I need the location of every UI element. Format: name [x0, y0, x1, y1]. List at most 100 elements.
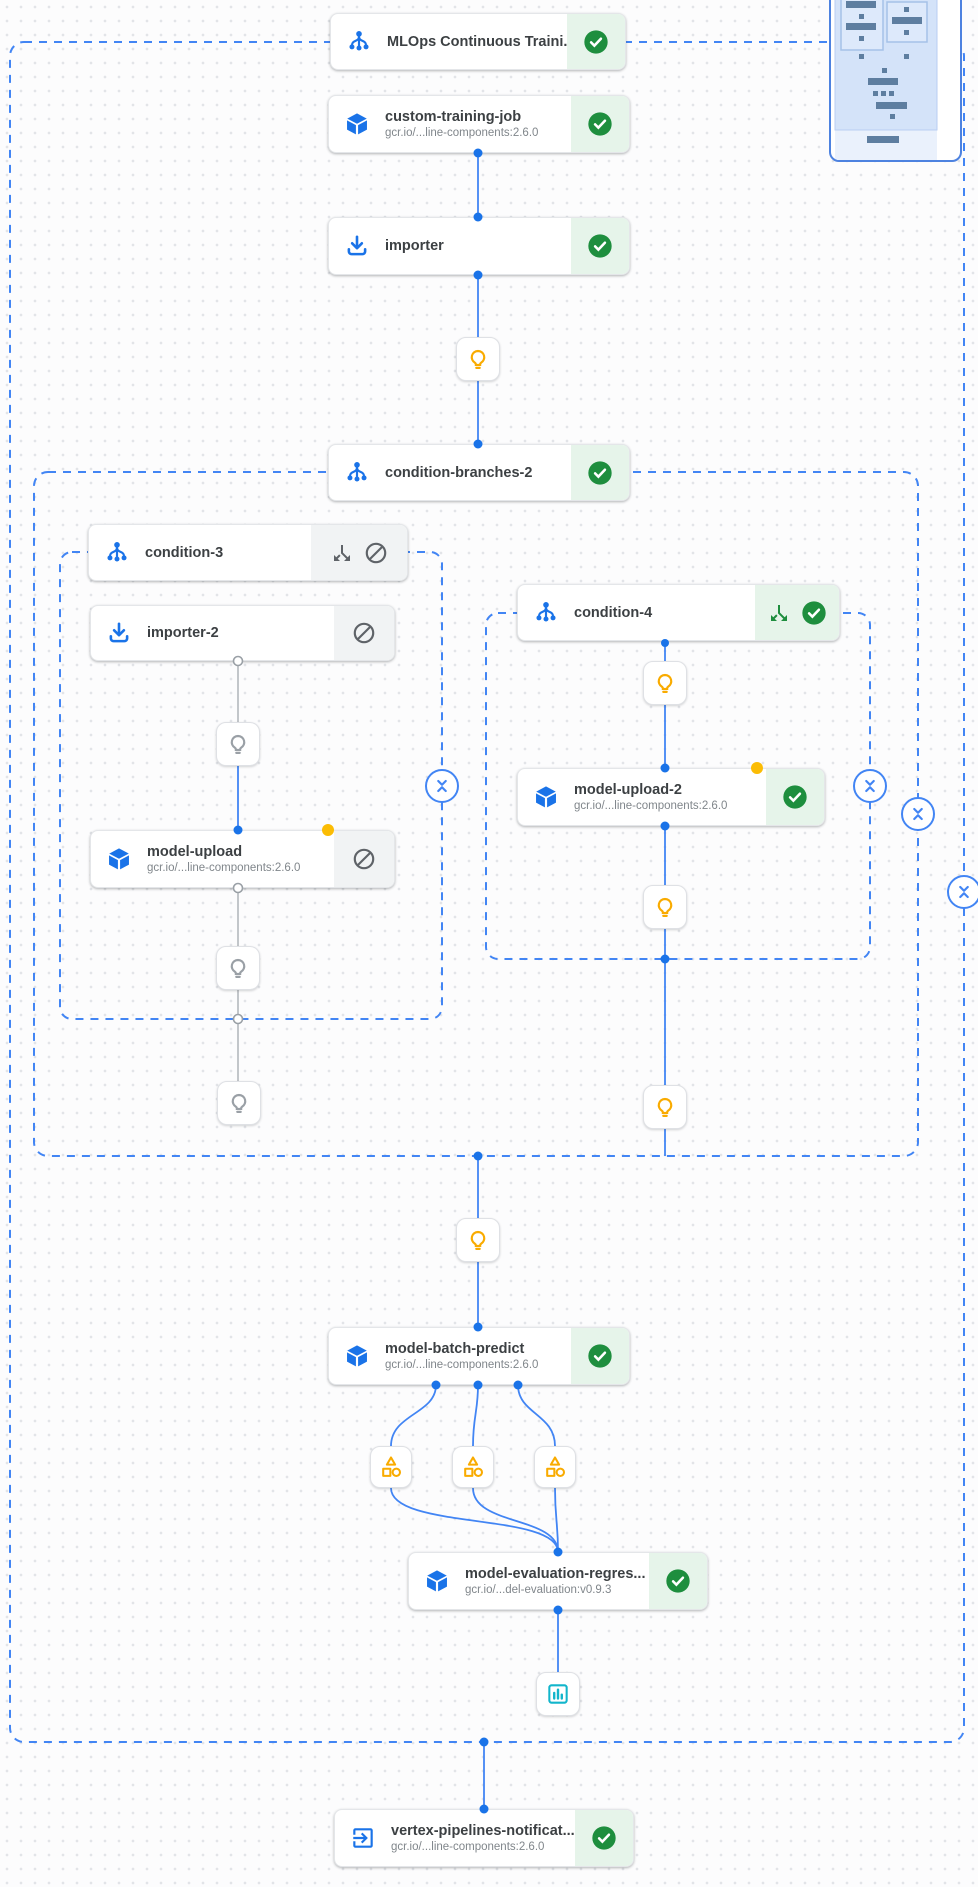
tree-branch-icon	[346, 29, 372, 55]
check-circle-icon	[584, 29, 608, 54]
status-badge	[755, 585, 839, 640]
node-subtitle: gcr.io/...del-evaluation:v0.9.3	[465, 1584, 612, 1596]
cube-icon	[533, 784, 559, 810]
status-badge	[311, 525, 407, 580]
artifact-output[interactable]	[452, 1446, 494, 1488]
node-title: custom-training-job	[385, 109, 522, 125]
download-icon	[344, 233, 370, 259]
node-importer[interactable]: importer	[328, 217, 630, 275]
node-pipeline-header[interactable]: MLOps Continuous Traini...	[330, 13, 626, 70]
node-subtitle: gcr.io/...line-components:2.6.0	[385, 1359, 539, 1371]
artifact-metrics[interactable]	[536, 1672, 580, 1716]
artifact-parameter[interactable]	[456, 337, 500, 381]
check-circle-icon	[666, 1569, 690, 1593]
node-title: importer	[385, 238, 444, 254]
node-custom-training-job[interactable]: custom-training-job gcr.io/...line-compo…	[328, 95, 630, 153]
lightbulb-icon	[230, 958, 246, 978]
lightbulb-icon	[231, 1093, 247, 1113]
node-title: MLOps Continuous Traini...	[387, 33, 567, 50]
artifact-parameter[interactable]	[643, 885, 687, 929]
lightbulb-icon	[657, 1097, 673, 1117]
artifact-parameter[interactable]	[456, 1218, 500, 1262]
minimap-thumbnail	[834, 0, 938, 160]
node-model-upload[interactable]: model-upload gcr.io/...line-components:2…	[90, 830, 395, 888]
node-title: condition-3	[145, 544, 224, 561]
shapes-icon	[546, 1456, 566, 1478]
collapse-condition-branches-2-button[interactable]	[901, 797, 935, 831]
check-circle-icon	[783, 785, 807, 809]
status-badge	[571, 1328, 629, 1384]
split-arrows-icon	[333, 544, 350, 561]
collapse-condition-4-button[interactable]	[853, 769, 887, 803]
unfold-less-icon	[865, 779, 875, 793]
node-title: model-upload	[147, 844, 243, 860]
check-circle-icon	[588, 460, 612, 485]
blocked-icon	[365, 542, 386, 563]
status-badge	[334, 606, 394, 660]
exit-arrow-icon	[350, 1825, 376, 1851]
check-circle-icon	[588, 234, 612, 258]
artifact-output[interactable]	[534, 1446, 576, 1488]
blocked-icon	[353, 622, 375, 644]
check-circle-icon	[588, 112, 612, 136]
node-condition-3[interactable]: condition-3	[88, 524, 408, 581]
unfold-less-icon	[913, 807, 923, 821]
node-model-upload-2[interactable]: model-upload-2 gcr.io/...line-components…	[517, 768, 825, 826]
node-importer-2[interactable]: importer-2	[90, 605, 395, 661]
node-subtitle: gcr.io/...line-components:2.6.0	[385, 127, 539, 139]
download-icon	[106, 620, 132, 646]
node-title: condition-branches-2	[385, 464, 533, 481]
check-circle-icon	[588, 1344, 612, 1368]
cube-icon	[106, 846, 132, 872]
minimap-nodes	[846, 1, 922, 143]
lightbulb-icon	[657, 897, 673, 917]
artifact-parameter-skipped[interactable]	[216, 722, 260, 766]
cube-icon	[344, 1343, 370, 1369]
status-badge	[571, 96, 629, 152]
tree-branch-icon	[533, 600, 559, 626]
blocked-icon	[353, 848, 375, 870]
status-badge	[334, 831, 394, 887]
node-title: model-batch-predict	[385, 1341, 525, 1357]
collapse-pipeline-button[interactable]	[947, 875, 978, 909]
split-arrows-icon	[770, 604, 787, 621]
status-badge	[766, 769, 824, 825]
node-condition-branches-2[interactable]: condition-branches-2	[328, 444, 630, 501]
node-title: vertex-pipelines-notificat...	[391, 1823, 575, 1839]
artifact-parameter-skipped[interactable]	[217, 1081, 261, 1125]
tree-branch-icon	[104, 540, 130, 566]
shapes-icon	[464, 1456, 484, 1478]
status-badge	[649, 1553, 707, 1609]
node-subtitle: gcr.io/...line-components:2.6.0	[147, 862, 301, 874]
status-badge	[567, 14, 625, 69]
lightbulb-icon	[230, 734, 246, 754]
lightbulb-icon	[470, 1230, 486, 1250]
node-model-evaluation-regression[interactable]: model-evaluation-regres... gcr.io/...del…	[408, 1552, 708, 1610]
collapse-condition-3-button[interactable]	[425, 769, 459, 803]
check-circle-icon	[592, 1826, 616, 1850]
node-title: importer-2	[147, 625, 219, 641]
node-condition-4[interactable]: condition-4	[517, 584, 840, 641]
shapes-icon	[382, 1456, 402, 1478]
node-title: model-upload-2	[574, 782, 682, 798]
node-model-batch-predict[interactable]: model-batch-predict gcr.io/...line-compo…	[328, 1327, 630, 1385]
node-title: model-evaluation-regres...	[465, 1566, 646, 1582]
unfold-less-icon	[437, 779, 447, 793]
check-circle-icon	[801, 600, 826, 625]
status-badge	[575, 1810, 633, 1866]
artifact-parameter-skipped[interactable]	[216, 946, 260, 990]
artifact-parameter[interactable]	[643, 1085, 687, 1129]
cube-icon	[344, 111, 370, 137]
tree-branch-icon	[344, 460, 370, 486]
bar-chart-icon	[548, 1684, 568, 1704]
artifact-parameter[interactable]	[643, 661, 687, 705]
status-badge	[571, 445, 629, 500]
status-badge	[571, 218, 629, 274]
node-title: condition-4	[574, 604, 653, 621]
cube-icon	[424, 1568, 450, 1594]
artifact-output[interactable]	[370, 1446, 412, 1488]
node-vertex-pipelines-notification[interactable]: vertex-pipelines-notificat... gcr.io/...…	[334, 1809, 634, 1867]
minimap[interactable]	[829, 0, 962, 162]
unfold-less-icon	[959, 885, 969, 899]
